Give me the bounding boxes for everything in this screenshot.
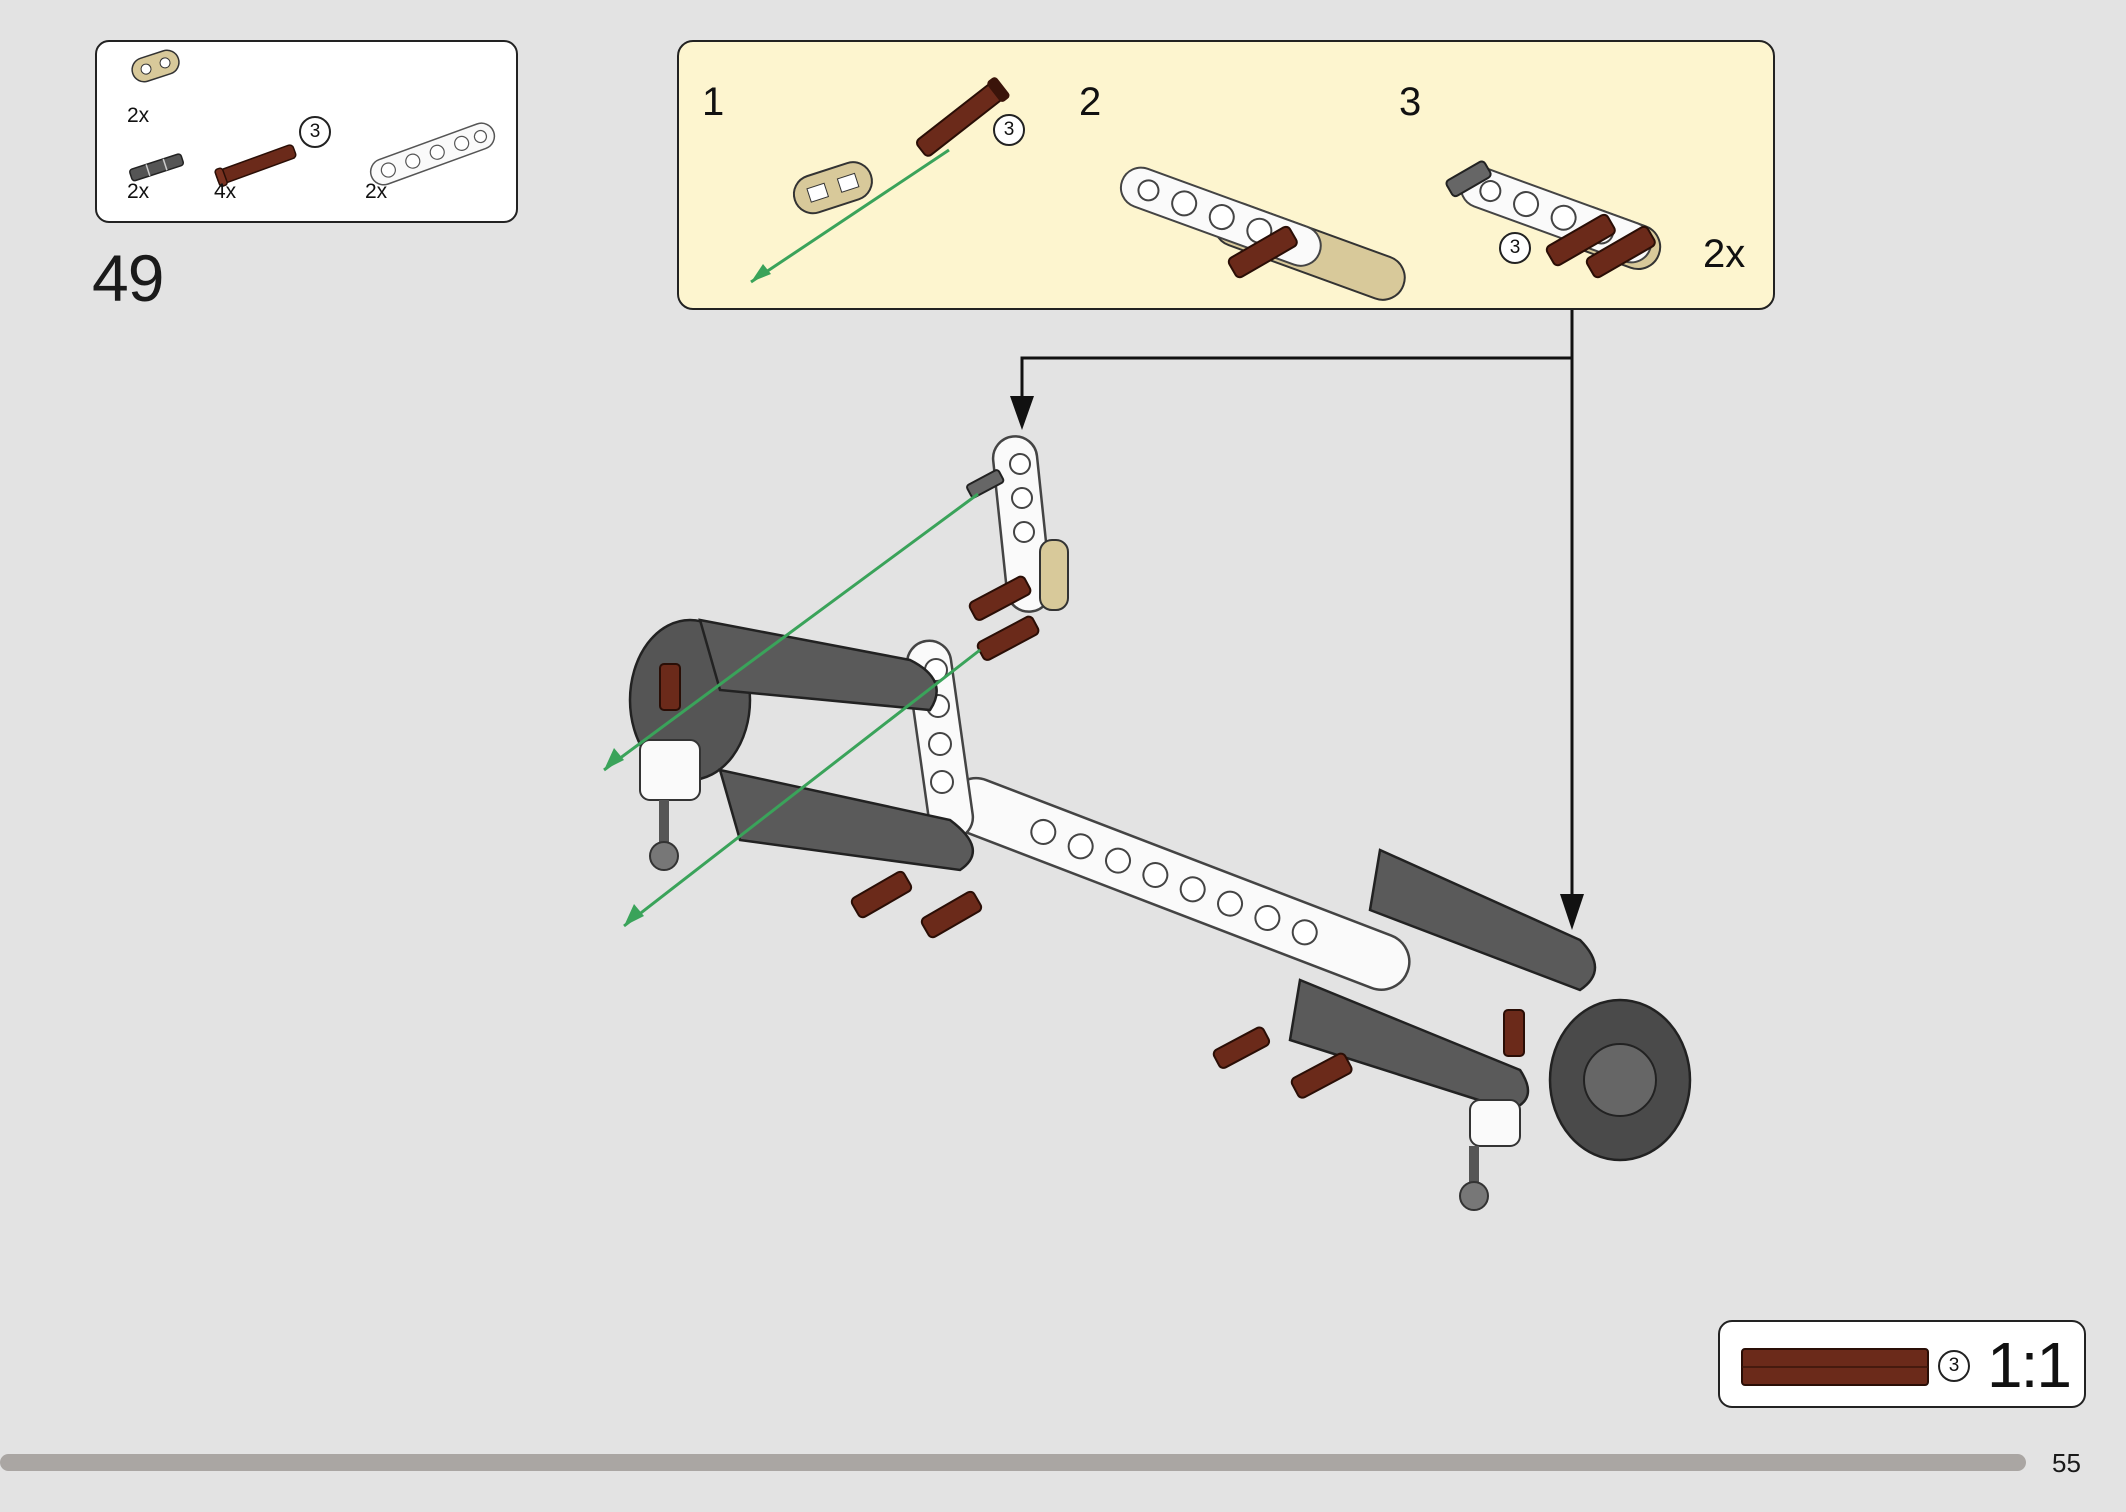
callout-arrow-head-left bbox=[1010, 396, 1034, 430]
scale-indicator-box: 3 1:1 bbox=[1718, 1320, 2086, 1408]
upper-beam-assembly bbox=[966, 435, 1069, 661]
callout-arrows bbox=[1020, 310, 1574, 900]
vertical-beam-left bbox=[905, 639, 975, 841]
parts-list-box: 2x 2x 4x 2x 3 bbox=[95, 40, 518, 223]
sub-step-3-number: 3 bbox=[1399, 80, 1422, 124]
tan-connector-part bbox=[131, 49, 180, 83]
tan-connector-qty: 2x bbox=[127, 104, 150, 127]
assembly-arrow-head-2 bbox=[624, 904, 644, 926]
sub-assembly-multiplier: 2x bbox=[1703, 232, 1746, 276]
sub-step-2-drawing bbox=[1119, 166, 1406, 301]
assembly-arrows bbox=[603, 492, 981, 928]
page-number: 55 bbox=[2052, 1448, 2081, 1478]
grey-axle-pin-qty: 2x bbox=[127, 180, 150, 203]
right-suspension bbox=[1212, 848, 1692, 1211]
page-progress-bar bbox=[0, 1454, 2026, 1471]
parts-list-drawings bbox=[129, 49, 496, 187]
brown-pin-length-badge: 3 bbox=[299, 116, 331, 148]
sub-assembly-drawings bbox=[750, 77, 1662, 301]
chassis-beam bbox=[946, 776, 1411, 991]
assembly-arrow-head-1 bbox=[604, 748, 624, 770]
white-beam-qty: 2x bbox=[365, 180, 388, 203]
left-suspension bbox=[628, 618, 983, 939]
white-beam-part bbox=[369, 122, 496, 186]
brown-pin-qty: 4x bbox=[214, 180, 237, 203]
sub-step-3-drawing bbox=[1445, 160, 1662, 279]
scale-ratio: 1:1 bbox=[1987, 1329, 2072, 1401]
sub-assembly-box: 1 2 3 3 3 2x bbox=[677, 40, 1775, 310]
sub-step-1-number: 1 bbox=[702, 80, 725, 124]
sub-step-1-length-badge: 3 bbox=[993, 114, 1025, 146]
callout-arrow-head-right bbox=[1560, 894, 1584, 930]
sub-step-1-drawing bbox=[750, 77, 1010, 284]
scale-pin-drawing bbox=[1741, 1348, 1929, 1386]
step-number: 49 bbox=[92, 241, 164, 315]
sub-step-2-number: 2 bbox=[1079, 80, 1102, 124]
brown-pin-part bbox=[214, 144, 297, 187]
grey-axle-pin-part bbox=[129, 153, 185, 182]
scale-length-badge: 3 bbox=[1938, 1350, 1970, 1382]
sub-step-3-length-badge: 3 bbox=[1499, 232, 1531, 264]
